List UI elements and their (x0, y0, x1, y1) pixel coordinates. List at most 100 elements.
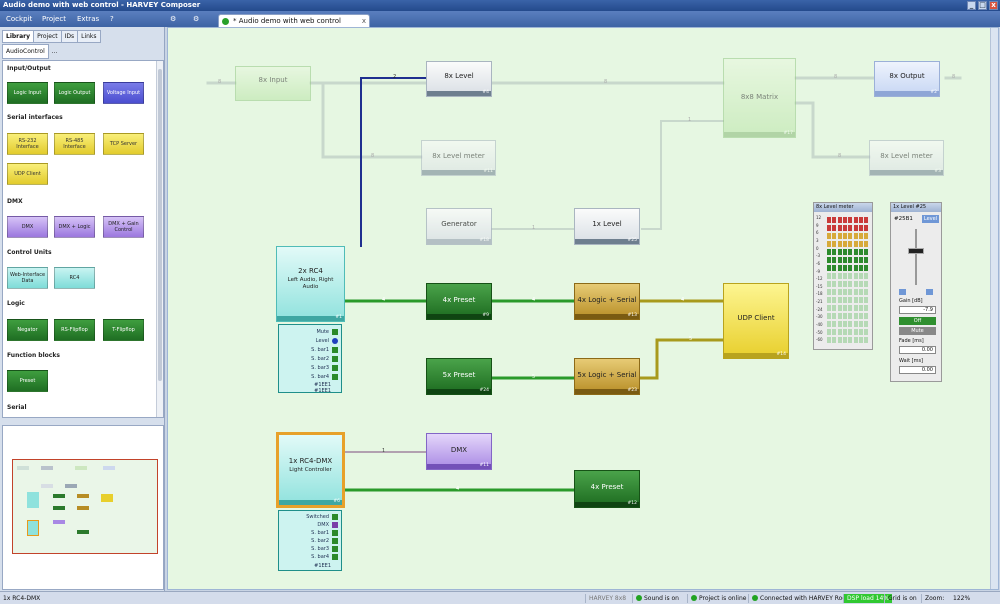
node-8x8-matrix[interactable]: 8x8 Matrix #17 (723, 58, 796, 138)
node-2x-rc4[interactable]: 2x RC4 Left Audio, Right Audio #1 (276, 246, 345, 322)
lib-logic-input[interactable]: Logic Input (7, 82, 48, 104)
toolbar-gear-icon[interactable]: ⚙ (170, 15, 177, 23)
node-generator[interactable]: Generator #18 (426, 208, 492, 245)
node-8x-level-meter-2[interactable]: 8x Level meter #3 (869, 140, 944, 176)
node-8x-input[interactable]: 8x Input (235, 66, 311, 101)
lib-web-interface[interactable]: Web-Interface Data (7, 267, 48, 289)
minimap-viewport[interactable] (12, 459, 158, 554)
lib-preset[interactable]: Preset (7, 370, 48, 392)
level-mode-button[interactable]: Level (922, 215, 939, 223)
node-5x-logic-serial[interactable]: 5x Logic + Serial #23 (574, 358, 640, 395)
status-connection[interactable]: Connected with HARVEY Room 3 (748, 594, 861, 603)
document-tab[interactable]: * Audio demo with web control x (218, 14, 370, 27)
node-5x-preset[interactable]: 5x Preset #24 (426, 358, 492, 395)
node-dmx[interactable]: DMX #11 (426, 433, 492, 470)
port-row[interactable]: Mute (316, 328, 338, 336)
canvas-scrollbar[interactable] (990, 28, 998, 589)
port-row[interactable]: S. bar2 (311, 537, 338, 545)
node-1x-level[interactable]: 1x Level #25 (574, 208, 640, 245)
tab-ids[interactable]: IDs (60, 30, 79, 43)
fader-handle[interactable] (908, 248, 924, 254)
lib-negator[interactable]: Negator (7, 319, 48, 341)
node-4x-preset-2[interactable]: 4x Preset #12 (574, 470, 640, 508)
link[interactable] (794, 101, 871, 159)
lib-dmx-logic[interactable]: DMX + Logic (54, 216, 95, 238)
lib-rc4[interactable]: RC4 (54, 267, 95, 289)
tab-links[interactable]: Links (77, 30, 101, 43)
off-button[interactable]: Off (899, 317, 936, 325)
status-sound[interactable]: Sound is on (632, 594, 682, 603)
lib-t-flipflop[interactable]: T-Flipflop (103, 319, 144, 341)
port-row[interactable]: S. bar3 (311, 364, 338, 372)
scrollbar-thumb[interactable] (158, 69, 162, 381)
node-8x-output[interactable]: 8x Output #2 (874, 61, 940, 97)
wait-input[interactable]: 0.00 (899, 366, 936, 374)
link[interactable] (321, 81, 423, 159)
gain-input[interactable]: -7.9 (899, 306, 936, 314)
node-8x-level-meter[interactable]: 8x Level meter #11 (421, 140, 496, 176)
mute-button[interactable]: Mute (899, 327, 936, 335)
toolbar-settings-icon[interactable]: ⚙ (193, 15, 200, 23)
maximize-button[interactable]: □ (978, 1, 987, 10)
close-tab-icon[interactable]: x (361, 17, 366, 25)
port-row[interactable]: DMX (317, 521, 338, 529)
subtab-more[interactable]: ... (51, 48, 58, 55)
fader-track[interactable] (915, 229, 917, 285)
node-1x-rc4-dmx[interactable]: 1x RC4-DMX Light Controller #6 (276, 432, 345, 508)
port-row[interactable]: S. bar1 (311, 346, 338, 354)
node-number: #4 (482, 90, 489, 95)
minimize-button[interactable]: _ (967, 1, 976, 10)
rc4-dmx-port-list: Switched DMX S. bar1 S. bar2 S. bar3 S. … (278, 510, 342, 571)
port-label: S. bar2 (311, 356, 329, 362)
design-canvas[interactable]: 8 2 8 8 8 1 8 1 4 4 4 5 5 1 4 8 8x Input… (167, 27, 999, 590)
tab-library[interactable]: Library (2, 30, 35, 43)
fade-input[interactable]: 0.00 (899, 346, 936, 354)
link[interactable] (641, 120, 724, 230)
lib-tcp-server[interactable]: TCP Server (103, 133, 144, 155)
status-zoom-value[interactable]: 122% (953, 595, 971, 602)
link-blue[interactable] (360, 77, 427, 247)
lib-logic-output[interactable]: Logic Output (54, 82, 95, 104)
lib-dmx-gain[interactable]: DMX + Gain Control (103, 216, 144, 238)
menu-extras[interactable]: Extras (77, 15, 100, 23)
port-row[interactable]: S. bar2 (311, 355, 338, 363)
status-grid[interactable]: Grid is on (884, 594, 920, 603)
meter-segment (842, 281, 847, 287)
level-control-panel[interactable]: 1x Level #25 #25B1 Level Gain [dB] -7.9 … (890, 202, 942, 382)
node-4x-logic-serial[interactable]: 4x Logic + Serial #13 (574, 283, 640, 320)
tab-project[interactable]: Project (33, 30, 62, 43)
port-row[interactable]: S. bar4 (311, 553, 338, 561)
node-udp-client[interactable]: UDP Client #14 (723, 283, 789, 359)
port-row[interactable]: S. bar1 (311, 529, 338, 537)
port-row[interactable]: Switched (306, 513, 338, 521)
menu-cockpit[interactable]: Cockpit (6, 15, 33, 23)
node-8x-level[interactable]: 8x Level #4 (426, 61, 492, 97)
link-gold[interactable] (638, 338, 725, 380)
node-number: #13 (627, 313, 638, 318)
lib-dmx[interactable]: DMX (7, 216, 48, 238)
lib-rs485[interactable]: RS-485 Interface (54, 133, 95, 155)
overview-minimap[interactable] (2, 425, 164, 590)
lib-rs-flipflop[interactable]: RS-Flipflop (54, 319, 95, 341)
lib-rs232[interactable]: RS-232 Interface (7, 133, 48, 155)
lib-udp-client[interactable]: UDP Client (7, 163, 48, 185)
status-project[interactable]: Project is online (687, 594, 749, 603)
meter-segment (827, 337, 831, 343)
meter-segment (837, 297, 842, 303)
lib-voltage-input[interactable]: Voltage Input (103, 82, 144, 104)
port-row[interactable]: S. bar3 (311, 545, 338, 553)
meter-scale-label: -9 (816, 268, 820, 274)
menu-project[interactable]: Project (42, 15, 66, 23)
meter-scale-label: -60 (816, 337, 823, 343)
fader-up-button[interactable] (926, 289, 933, 295)
port-row[interactable]: S. bar4 (311, 373, 338, 381)
subtab-audiocontrol[interactable]: AudioControl (2, 44, 49, 59)
node-label: 8x Input (258, 76, 288, 84)
fader-down-button[interactable] (899, 289, 906, 295)
node-4x-preset[interactable]: 4x Preset #9 (426, 283, 492, 320)
library-scrollbar[interactable] (156, 61, 163, 417)
menu-help[interactable]: ? (110, 15, 114, 23)
close-button[interactable]: x (989, 1, 998, 10)
port-row[interactable]: Level (316, 337, 338, 345)
